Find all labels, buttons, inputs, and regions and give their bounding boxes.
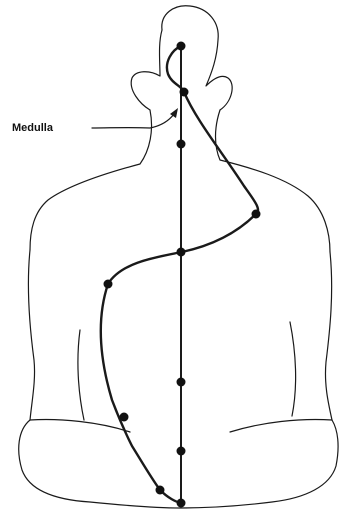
chakra-dot-medulla — [180, 88, 189, 97]
right-shoulder-outline — [216, 110, 331, 252]
left-arm-outline — [28, 250, 34, 420]
medulla-pointer-line — [92, 114, 174, 128]
right-arm-outline — [325, 252, 332, 420]
energy-path — [101, 46, 258, 503]
left-knee-outline — [30, 420, 130, 433]
chakra-dot-left-side — [104, 280, 113, 289]
chakra-dot-crown — [177, 42, 186, 51]
body-outline — [19, 6, 338, 508]
medulla-label: Medulla — [12, 122, 54, 134]
seat-base-outline — [19, 420, 338, 508]
chakra-dot-sacral — [177, 447, 186, 456]
chakra-dot-heart — [177, 248, 186, 257]
chakra-dot-navel — [177, 378, 186, 387]
chakra-dot-left-lower — [120, 413, 129, 422]
chakra-dot-root — [177, 499, 186, 508]
right-knee-outline — [230, 420, 332, 433]
chakra-dot-right-shoulder — [252, 210, 261, 219]
right-torso-inner-outline — [290, 322, 296, 416]
left-torso-inner-outline — [78, 330, 84, 420]
chakra-dot-left-base — [156, 486, 165, 495]
head-outline — [162, 6, 232, 110]
chakra-dot-throat — [177, 140, 186, 149]
left-ear-outline — [131, 30, 162, 110]
